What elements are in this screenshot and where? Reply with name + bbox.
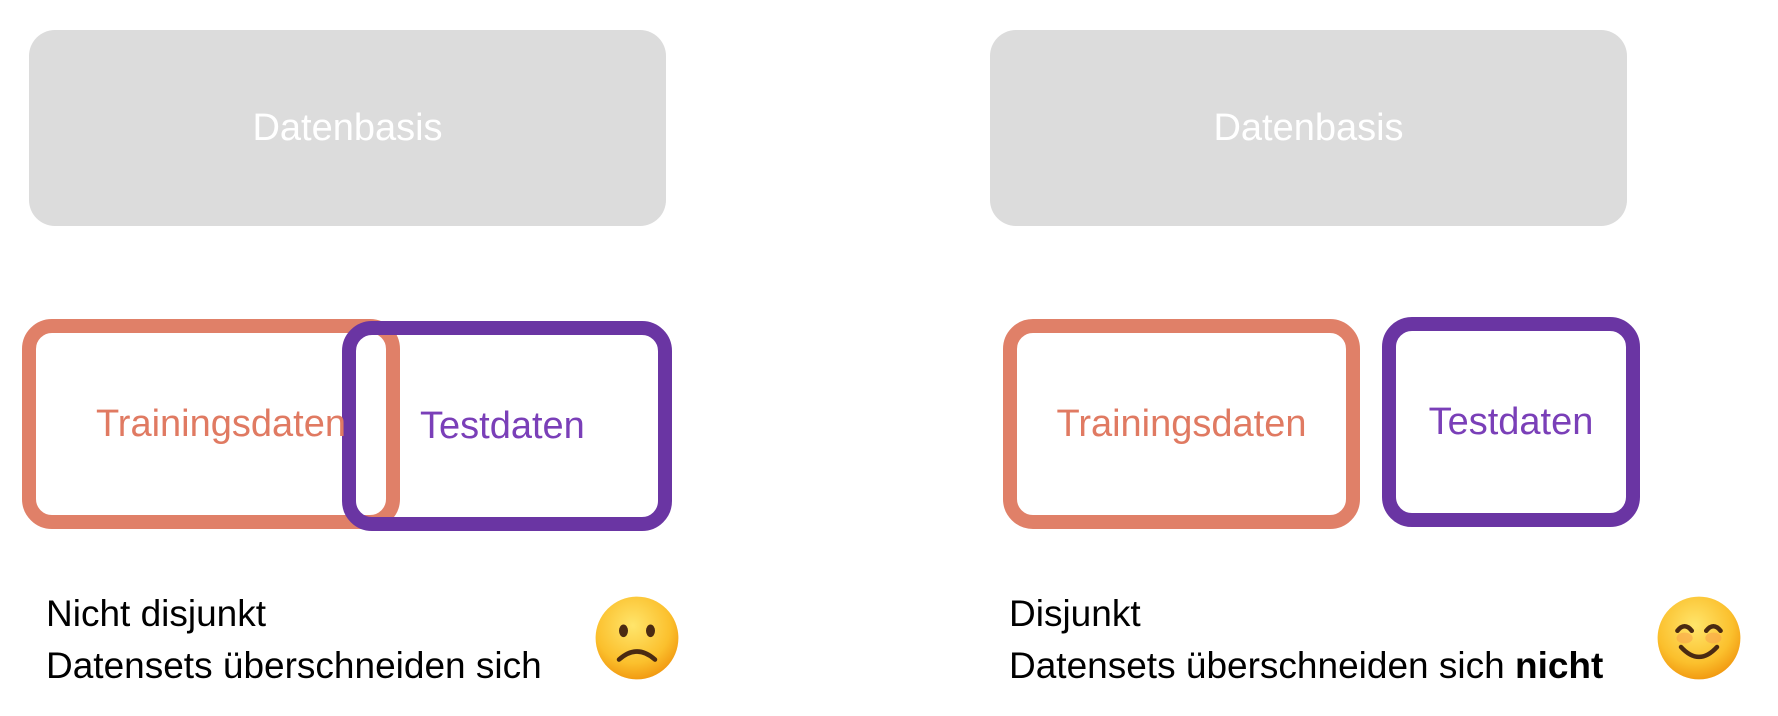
panel-disjoint: Datenbasis Trainingsdaten Testdaten Disj… bbox=[889, 0, 1778, 716]
frowning-face-icon bbox=[595, 596, 679, 680]
panel-not-disjoint: Datenbasis Trainingsdaten Testdaten Nich… bbox=[22, 30, 679, 692]
caption: Nicht disjunkt Datensets überschneiden s… bbox=[46, 588, 542, 692]
test-data-box: Testdaten bbox=[342, 321, 672, 531]
caption-title: Nicht disjunkt bbox=[46, 593, 267, 634]
caption: Disjunkt Datensets überschneiden sich ni… bbox=[1009, 588, 1603, 692]
training-data-box: Trainingsdaten bbox=[22, 319, 400, 529]
test-data-box: Testdaten bbox=[1382, 317, 1640, 527]
training-data-label: Trainingsdaten bbox=[96, 402, 346, 445]
database-box: Datenbasis bbox=[990, 30, 1627, 226]
test-data-label: Testdaten bbox=[420, 404, 585, 447]
database-label: Datenbasis bbox=[1213, 106, 1404, 149]
caption-description-emphasis: nicht bbox=[1514, 645, 1604, 686]
test-data-label: Testdaten bbox=[1428, 400, 1594, 443]
smiling-face-icon bbox=[1657, 596, 1741, 680]
caption-description: Datensets überschneiden sich bbox=[46, 645, 542, 686]
training-data-box: Trainingsdaten bbox=[1003, 319, 1360, 529]
caption-title: Disjunkt bbox=[1009, 593, 1141, 634]
database-box: Datenbasis bbox=[29, 30, 666, 226]
database-label: Datenbasis bbox=[252, 106, 443, 149]
caption-description: Datensets überschneiden sich nicht bbox=[1009, 640, 1603, 692]
training-data-label: Trainingsdaten bbox=[1056, 402, 1307, 445]
caption-description-text: Datensets überschneiden sich bbox=[1009, 645, 1515, 686]
